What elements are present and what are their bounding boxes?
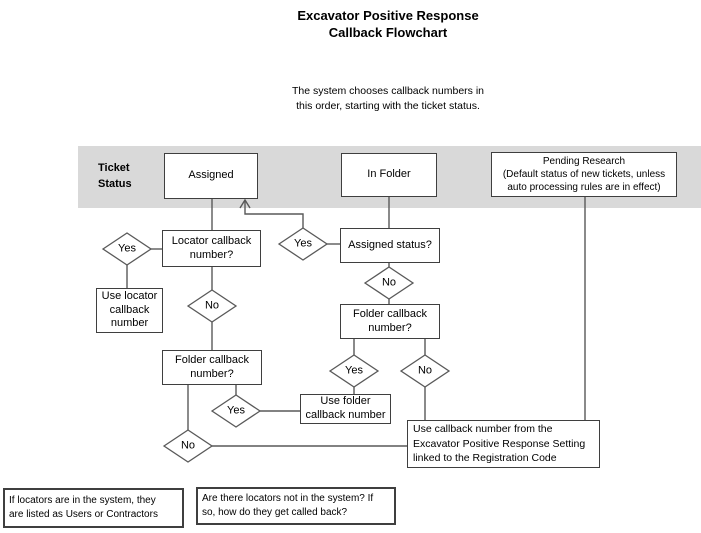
node-folder-callback-number-left: Folder callback number? <box>162 350 262 385</box>
decision-label-no-assigned: No <box>381 276 397 289</box>
decision-label-no-folder-left: No <box>180 439 196 452</box>
status-box-in-folder: In Folder <box>341 153 437 197</box>
decision-label-yes-folder-right: Yes <box>345 364 363 377</box>
decision-diamond-no-folder-right <box>399 354 451 388</box>
flowchart-title-line1: Excavator Positive Response <box>297 8 479 23</box>
decision-label-yes-folder-left: Yes <box>227 404 245 417</box>
flowchart-title: Excavator Positive Response Callback Flo… <box>88 7 688 41</box>
decision-label-no-locator: No <box>204 299 220 312</box>
note-locators-not-in-system: Are there locators not in the system? If… <box>196 487 396 525</box>
node-use-locator-callback-number: Use locator callback number <box>96 288 163 333</box>
flowchart-title-line2: Callback Flowchart <box>328 25 448 41</box>
decision-label-yes-assigned: Yes <box>294 237 312 250</box>
decision-diamond-no-folder-left <box>162 429 214 463</box>
node-folder-callback-number-right: Folder callback number? <box>340 304 440 339</box>
note-locators-in-system: If locators are in the system, they are … <box>3 488 184 528</box>
decision-diamond-yes-assigned <box>277 227 329 261</box>
decision-diamond-yes-folder-right <box>328 354 380 388</box>
node-use-folder-callback-number: Use folder callback number <box>300 394 391 424</box>
decision-diamond-yes-folder-left <box>210 394 262 428</box>
node-assigned-status: Assigned status? <box>340 228 440 263</box>
decision-label-yes-locator: Yes <box>118 242 136 255</box>
flowchart-subtitle: The system chooses callback numbers in t… <box>292 85 484 113</box>
arrowhead-up-icon <box>239 198 251 209</box>
node-locator-callback-number: Locator callback number? <box>162 230 261 267</box>
status-box-assigned: Assigned <box>164 153 258 199</box>
decision-diamond-no-assigned <box>363 266 415 300</box>
status-box-pending-research: Pending Research (Default status of new … <box>491 152 677 197</box>
connector-yes-loopback-to-assigned <box>244 200 304 228</box>
ticket-status-label: Ticket Status <box>98 162 132 190</box>
decision-diamond-no-locator <box>186 289 238 323</box>
node-use-eps-callback-number: Use callback number from the Excavator P… <box>407 420 600 468</box>
decision-label-no-folder-right: No <box>417 364 433 377</box>
decision-diamond-yes-locator <box>101 232 153 266</box>
